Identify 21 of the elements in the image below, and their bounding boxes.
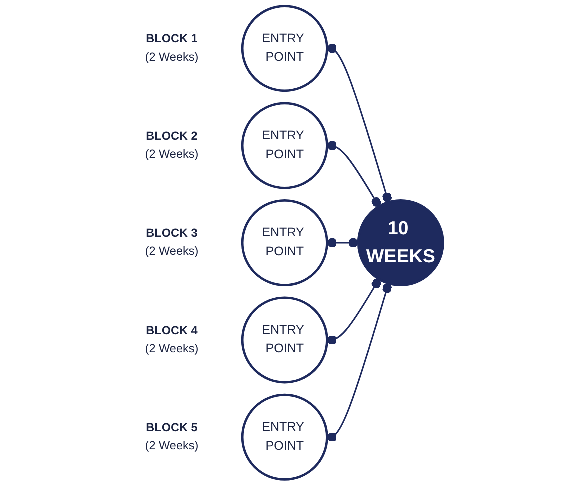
connector [327,278,382,345]
node-label: BLOCK 1 [146,32,198,46]
node-label: (2 Weeks) [145,438,199,452]
node-circle: ENTRY POINT [241,394,328,481]
connector [327,141,382,208]
node-label: (2 Weeks) [145,244,199,258]
connector [327,44,392,203]
node-label: BLOCK 3 [146,226,198,240]
node-circle: ENTRY POINT [241,5,328,92]
connector [327,238,359,248]
node-label: BLOCK 5 [146,421,198,435]
node-label: BLOCK 4 [146,324,198,338]
node-label: BLOCK 2 [146,130,198,144]
node-label: (2 Weeks) [145,342,199,356]
node-circle: 10 WEEKS [357,200,444,286]
node-circle: ENTRY POINT [241,200,328,286]
node-circle: ENTRY POINT [241,296,328,384]
node-circle: ENTRY POINT [241,102,328,190]
connector [327,283,392,442]
node-label: (2 Weeks) [145,147,199,161]
node-label: (2 Weeks) [145,50,199,64]
